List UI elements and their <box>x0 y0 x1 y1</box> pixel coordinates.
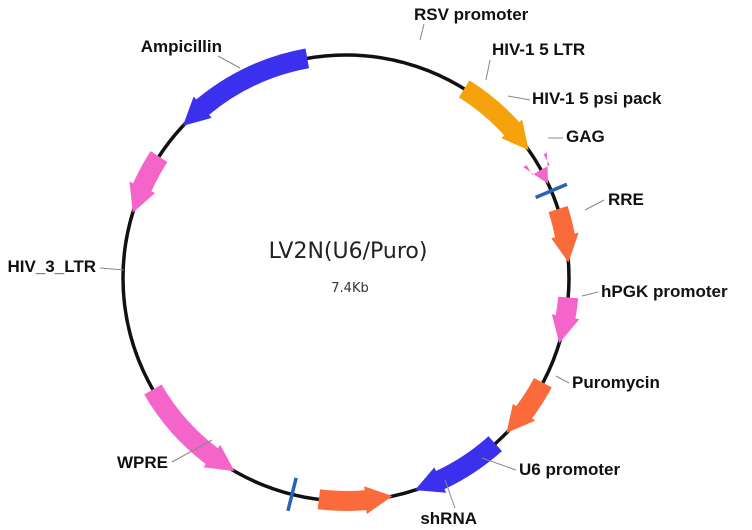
hiv-1-5-ltr-label: HIV-1 5 LTR <box>492 40 585 59</box>
rre-leader-line <box>584 199 605 211</box>
hpgk-promoter-leader-line <box>581 291 599 297</box>
rre-feature-arrow <box>551 296 580 344</box>
plasmid-name: LV2N(U6/Puro) <box>269 239 428 264</box>
hiv-3-ltr-label: HIV_3_LTR <box>8 257 97 276</box>
wpre-label: WPRE <box>117 453 168 472</box>
u6-promoter-leader-line <box>481 457 517 471</box>
sites-layer <box>286 182 568 512</box>
rsv-promoter-leader-line <box>419 23 425 41</box>
shrna-site-marker <box>286 477 298 512</box>
puromycin-leader-line <box>555 375 570 384</box>
ampicillin-label: Ampicillin <box>141 37 222 56</box>
hiv-1-5-ltr-leader-line <box>485 59 491 81</box>
hiv-1-5-psi-pack-site-marker <box>534 182 568 200</box>
gag-label: GAG <box>566 127 605 146</box>
hpgk-promoter-label: hPGK promoter <box>601 282 728 301</box>
wpre-leader-line <box>171 439 213 463</box>
shrna-leader-line <box>444 479 456 509</box>
puromycin-label: Puromycin <box>572 373 660 392</box>
u6-promoter-label: U6 promoter <box>519 460 620 479</box>
rre-label: RRE <box>608 190 644 209</box>
rsv-promoter-feature-arrow <box>458 80 529 151</box>
features-layer <box>129 48 580 515</box>
leaders-layer <box>99 23 605 509</box>
hiv-3-ltr-feature-arrow <box>129 151 168 213</box>
hiv-1-5-psi-pack-leader-line <box>507 95 531 101</box>
u6-promoter-feature-arrow <box>317 486 393 515</box>
hpgk-promoter-feature-arrow <box>506 377 552 433</box>
shrna-label: shRNA <box>420 509 477 528</box>
wpre-feature-arrow <box>144 384 235 472</box>
puromycin-feature-arrow <box>414 436 502 493</box>
ampicillin-feature-arrow <box>182 48 310 126</box>
hiv-1-5-psi-pack-label: HIV-1 5 psi pack <box>532 89 662 108</box>
ampicillin-leader-line <box>217 55 241 69</box>
plasmid-size: 7.4Kb <box>331 281 368 296</box>
hiv-3-ltr-leader-line <box>99 267 125 271</box>
hiv-1-5-ltr-feature-arrow <box>523 152 550 184</box>
rsv-promoter-label: RSV promoter <box>414 5 529 24</box>
gag-feature-arrow <box>548 205 579 263</box>
